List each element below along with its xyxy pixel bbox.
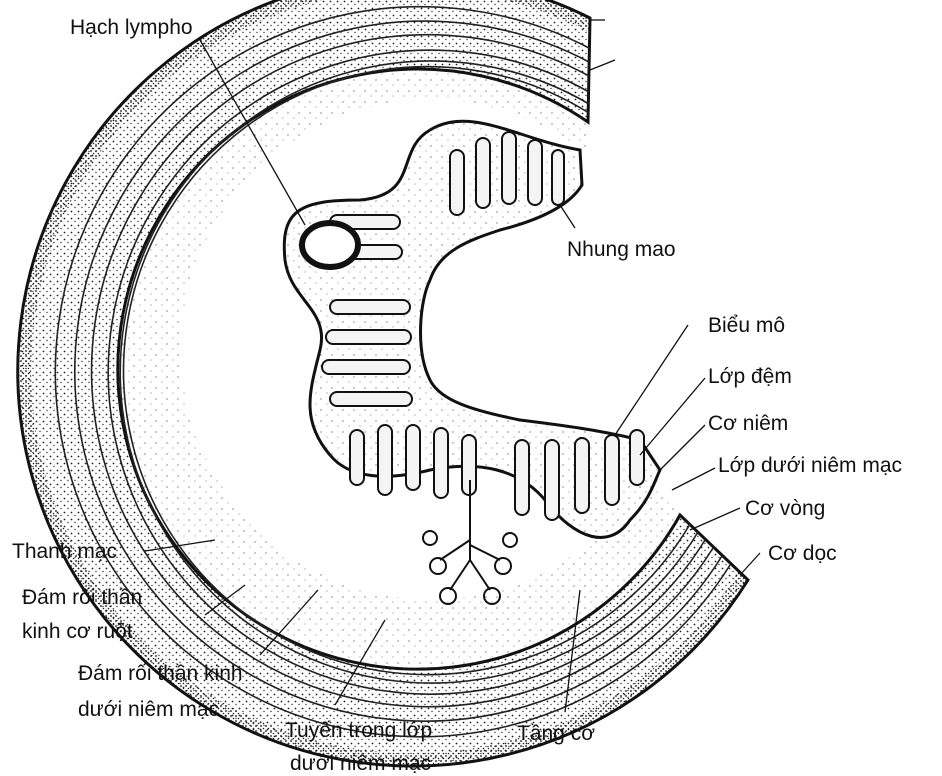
label-co-vong: Cơ vòng: [745, 497, 825, 520]
label-co-doc: Cơ dọc: [768, 542, 837, 565]
label-tang-co: Tầng cơ: [517, 722, 595, 745]
submucosal-gland: [423, 480, 517, 604]
label-bieu-mo: Biểu mô: [708, 314, 785, 337]
label-tuyen-line2: dưới niêm mạc: [290, 752, 431, 775]
label-lop-dem: Lớp đệm: [708, 365, 792, 388]
label-dam-roi-duoi-niem-mac-line2: dưới niêm mạc: [78, 698, 219, 721]
label-co-niem: Cơ niêm: [708, 412, 788, 435]
label-nhung-mao: Nhung mao: [567, 238, 676, 261]
label-lop-duoi-niem-mac: Lớp dưới niêm mạc: [718, 454, 902, 477]
label-dam-roi-co-ruot-line1: Đám rối thần: [22, 586, 142, 609]
label-thanh-mac: Thanh mạc: [12, 540, 117, 563]
label-hach-lympho: Hạch lympho: [70, 16, 193, 39]
label-dam-roi-co-ruot-line2: kinh cơ ruột: [22, 620, 133, 643]
label-tuyen-line1: Tuyến trong lớp: [285, 719, 432, 742]
lymph-node: [302, 223, 358, 267]
label-dam-roi-duoi-niem-mac-line1: Đám rối thần kinh: [78, 662, 243, 685]
